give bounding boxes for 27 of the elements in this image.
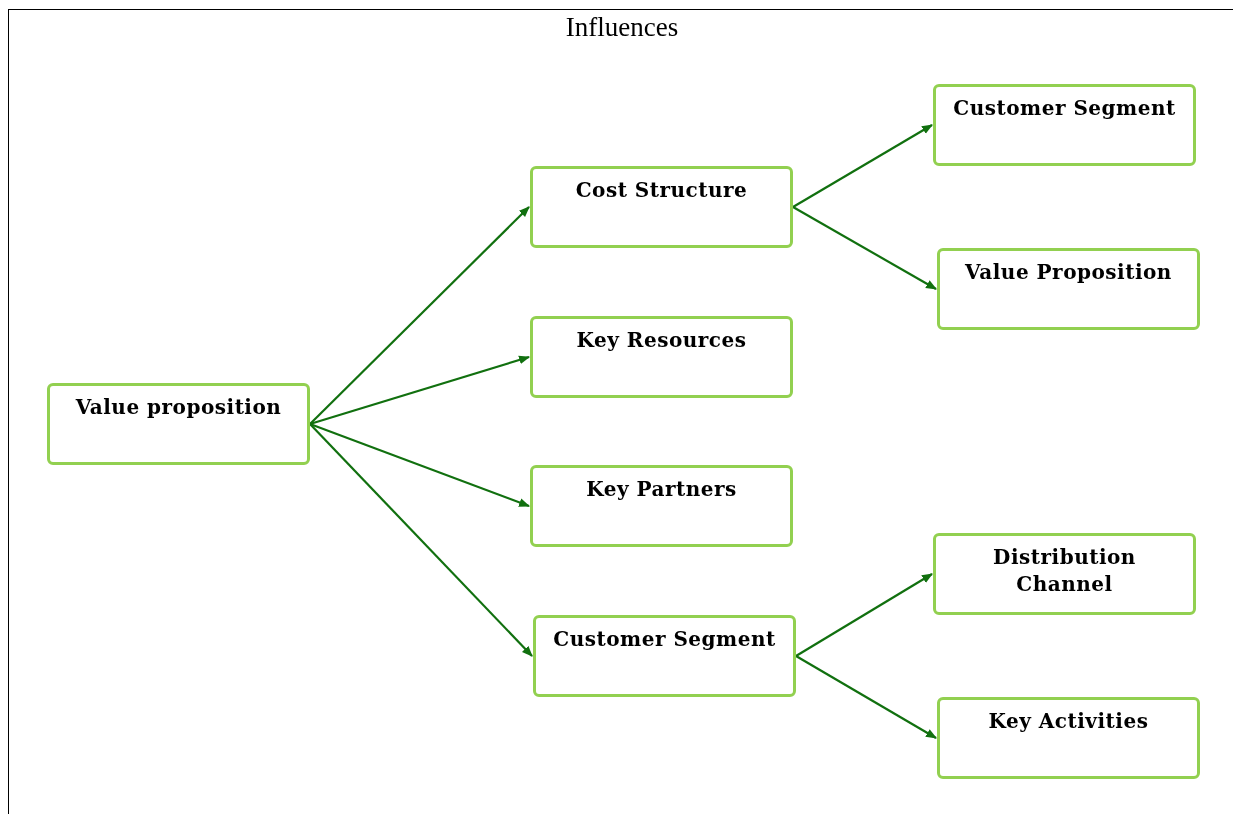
process-box bbox=[530, 316, 793, 398]
process-box bbox=[530, 465, 793, 547]
box-label: Distribution Channel bbox=[992, 544, 1137, 598]
process-box bbox=[937, 248, 1200, 330]
process-box bbox=[530, 166, 793, 248]
process-box bbox=[533, 615, 796, 697]
process-box bbox=[933, 533, 1196, 615]
box-label: Value proposition bbox=[75, 394, 282, 421]
process-box bbox=[937, 697, 1200, 779]
arrow bbox=[309, 206, 530, 425]
arrow bbox=[792, 206, 937, 290]
process-box bbox=[47, 383, 310, 465]
arrow bbox=[309, 355, 531, 426]
box-label: Key Resources bbox=[576, 327, 747, 354]
box-label: Value Proposition bbox=[965, 259, 1172, 286]
diagram-title: Influences bbox=[564, 12, 680, 43]
box-label: Key Activities bbox=[988, 708, 1149, 735]
arrow bbox=[792, 124, 933, 208]
arrow bbox=[795, 573, 933, 657]
box-label: Cost Structure bbox=[575, 177, 748, 204]
box-label: Key Partners bbox=[586, 476, 737, 503]
process-box bbox=[933, 84, 1196, 166]
arrow bbox=[795, 655, 937, 739]
arrow bbox=[309, 422, 531, 508]
arrow bbox=[309, 423, 533, 657]
box-label: Customer Segment bbox=[553, 626, 776, 653]
box-label: Customer Segment bbox=[953, 95, 1176, 122]
